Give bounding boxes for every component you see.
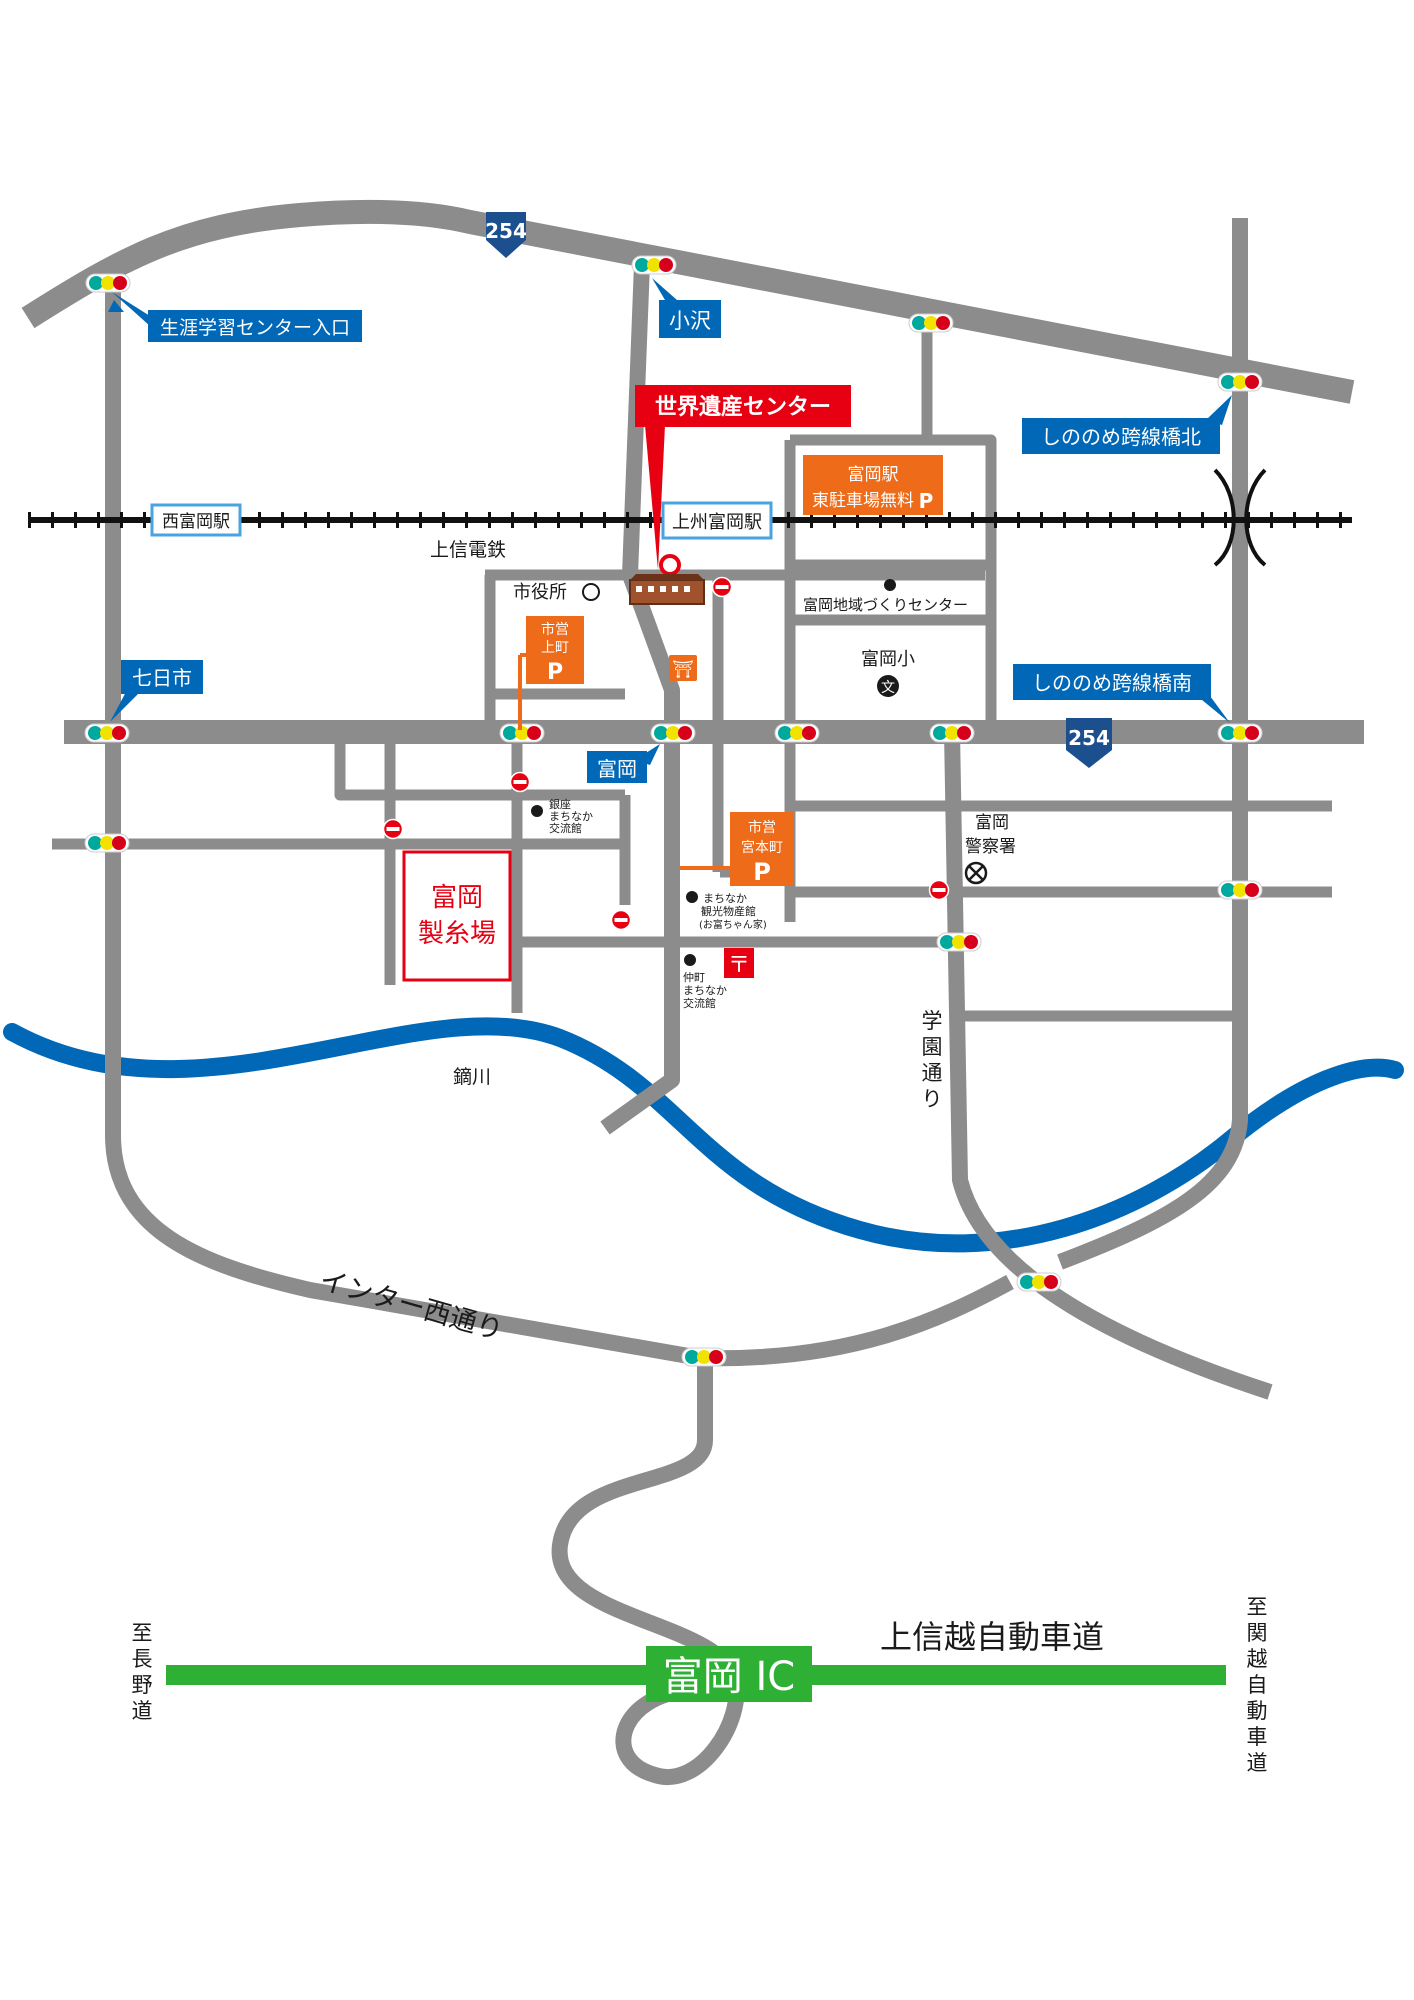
- nakamachi-machinaka-koryukan: 仲町 まちなか 交流館: [683, 954, 727, 1010]
- svg-text:西富岡駅: 西富岡駅: [162, 512, 230, 532]
- svg-text:まちなか: まちなか: [683, 984, 727, 997]
- station-joshu-tomioka: 上州富岡駅: [661, 501, 773, 540]
- inter-nishi-dori-label: インター西通り: [316, 1265, 506, 1347]
- parking-kamimachi: 市営 上町 P: [518, 616, 584, 730]
- tomioka-silk-mill: 富岡 製糸場: [402, 850, 512, 982]
- railway-name-label: 上信電鉄: [430, 539, 506, 561]
- svg-text:観光物産館: 観光物産館: [701, 904, 756, 918]
- svg-text:しののめ跨線橋南: しののめ跨線橋南: [1032, 671, 1192, 695]
- city-hall: 市役所: [513, 582, 600, 603]
- svg-text:しののめ跨線橋北: しののめ跨線橋北: [1041, 425, 1201, 449]
- svg-text:文: 文: [881, 680, 895, 696]
- world-heritage-center: 世界遺産センター: [629, 385, 851, 605]
- svg-text:通: 通: [922, 1061, 943, 1085]
- svg-text:製糸場: 製糸場: [418, 919, 496, 949]
- station-nishi-tomioka: 西富岡駅: [150, 503, 242, 537]
- river-kabura: [3, 1017, 1404, 1253]
- tomioka-ic: 富岡 IC: [646, 1646, 812, 1702]
- tomioka-police-station: 富岡 警察署: [964, 813, 1016, 885]
- svg-text:世界遺産センター: 世界遺産センター: [655, 394, 831, 420]
- route-shield-254-north: 254: [485, 212, 527, 258]
- svg-text:越: 越: [1247, 1647, 1268, 1671]
- parking-miyamotocho: 市営 宮本町 P: [680, 812, 794, 886]
- svg-text:⛩: ⛩: [672, 660, 694, 680]
- svg-text:富岡小: 富岡小: [861, 649, 915, 670]
- svg-text:自: 自: [1247, 1673, 1268, 1697]
- svg-text:警察署: 警察署: [965, 837, 1016, 857]
- svg-text:上町: 上町: [541, 640, 569, 656]
- svg-text:市役所: 市役所: [513, 582, 567, 603]
- community-center: 富岡地域づくりセンター: [803, 579, 968, 614]
- svg-text:富岡駅: 富岡駅: [848, 465, 899, 485]
- svg-text:長: 長: [132, 1647, 153, 1671]
- svg-text:至: 至: [1247, 1595, 1268, 1619]
- svg-text:市営: 市営: [541, 621, 569, 638]
- shrine-icon: [669, 655, 697, 681]
- overpass-bracket: [1213, 468, 1267, 567]
- svg-text:P: P: [753, 858, 771, 886]
- svg-text:富岡地域づくりセンター: 富岡地域づくりセンター: [803, 596, 968, 614]
- to-nagano-label: 至 長 野 道: [132, 1621, 153, 1723]
- label-shinonome-minami: しののめ跨線橋南: [1013, 664, 1230, 723]
- svg-text:市営: 市営: [748, 819, 776, 836]
- label-nanokaichi: 七日市: [110, 660, 203, 722]
- svg-text:生涯学習センター入口: 生涯学習センター入口: [160, 317, 350, 339]
- river-label: 鏑川: [453, 1066, 491, 1088]
- svg-text:254: 254: [1068, 726, 1110, 750]
- svg-text:車: 車: [1247, 1725, 1268, 1749]
- tomioka-elementary-school: 富岡小 文: [861, 649, 915, 697]
- svg-text:まちなか: まちなか: [549, 810, 593, 823]
- label-tomioka-intersection: 富岡: [587, 744, 660, 783]
- svg-text:交流館: 交流館: [683, 996, 716, 1010]
- post-office-icon: 〒: [724, 948, 754, 978]
- svg-text:交流館: 交流館: [549, 821, 582, 835]
- svg-text:野: 野: [132, 1673, 153, 1697]
- machinaka-kanko-bussankan: まちなか 観光物産館 (お富ちゃん家): [686, 891, 767, 931]
- svg-text:学: 学: [922, 1009, 943, 1033]
- to-kanetsu-label: 至 関 越 自 動 車 道: [1247, 1595, 1268, 1775]
- svg-text:関: 関: [1247, 1621, 1268, 1645]
- svg-text:P: P: [547, 660, 563, 685]
- svg-text:上州富岡駅: 上州富岡駅: [672, 512, 762, 533]
- svg-text:小沢: 小沢: [669, 309, 711, 333]
- svg-text:富岡 IC: 富岡 IC: [663, 1654, 795, 1700]
- svg-text:道: 道: [1247, 1751, 1268, 1775]
- svg-text:まちなか: まちなか: [703, 892, 747, 905]
- svg-text:254: 254: [485, 219, 527, 243]
- label-shinonome-kita: しののめ跨線橋北: [1022, 395, 1232, 454]
- svg-text:動: 動: [1247, 1699, 1268, 1723]
- svg-text:道: 道: [132, 1699, 153, 1723]
- route-shield-254-mid: 254: [1066, 718, 1112, 768]
- svg-text:富岡: 富岡: [975, 813, 1009, 833]
- svg-text:P: P: [919, 489, 934, 513]
- svg-text:園: 園: [922, 1035, 943, 1059]
- svg-text:富岡: 富岡: [597, 757, 637, 781]
- svg-text:(お富ちゃん家): (お富ちゃん家): [699, 918, 767, 931]
- svg-text:宮本町: 宮本町: [741, 840, 783, 856]
- svg-text:〒: 〒: [728, 953, 750, 978]
- ginza-machinaka-koryukan: 銀座 まちなか 交流館: [531, 797, 593, 835]
- label-shogai-gakushu-center: 生涯学習センター入口: [108, 292, 362, 342]
- svg-text:富岡: 富岡: [431, 883, 483, 913]
- svg-text:七日市: 七日市: [132, 666, 192, 690]
- svg-text:仲町: 仲町: [683, 970, 705, 984]
- svg-text:至: 至: [132, 1621, 153, 1645]
- svg-text:東駐車場無料: 東駐車場無料: [812, 491, 914, 511]
- svg-text:り: り: [922, 1087, 943, 1111]
- label-ozawa: 小沢: [652, 278, 721, 338]
- parking-tomioka-east: 富岡駅 東駐車場無料 P: [803, 455, 943, 515]
- expressway-label: 上信越自動車道: [880, 1618, 1104, 1656]
- gakuen-dori-label: 学 園 通 り: [922, 1009, 943, 1111]
- svg-text:銀座: 銀座: [549, 797, 571, 811]
